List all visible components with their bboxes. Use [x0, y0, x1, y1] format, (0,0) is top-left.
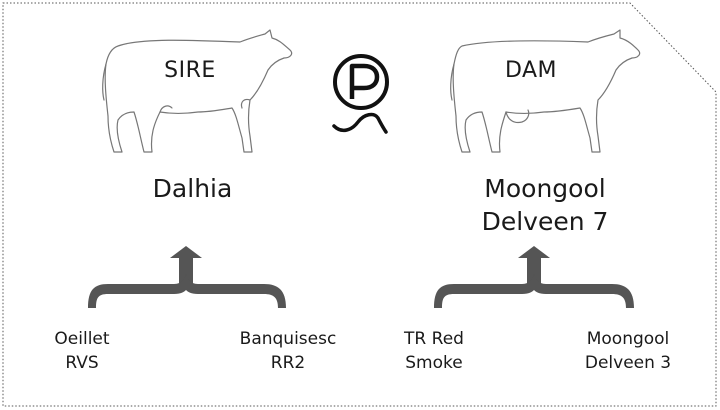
dam-dam-name: Moongool Delveen 3 — [584, 329, 672, 373]
sire-sire-name: Oeillet RVS — [54, 329, 110, 373]
sire-parents-brace — [88, 246, 286, 308]
sire-bull-outline-icon — [102, 29, 293, 153]
dam-cow-outline-icon — [450, 29, 641, 153]
sire-name: Dalhia — [152, 174, 233, 203]
dam-label: DAM — [504, 58, 558, 83]
dam-parents-brace — [434, 246, 634, 308]
sire-dam-name: Banquisesc RR2 — [239, 329, 337, 373]
dam-name: Moongool Delveen 7 — [481, 174, 609, 236]
polled-p-icon — [332, 54, 389, 134]
dam-sire-name: TR Red Smoke — [404, 329, 464, 373]
sire-label: SIRE — [164, 58, 216, 83]
